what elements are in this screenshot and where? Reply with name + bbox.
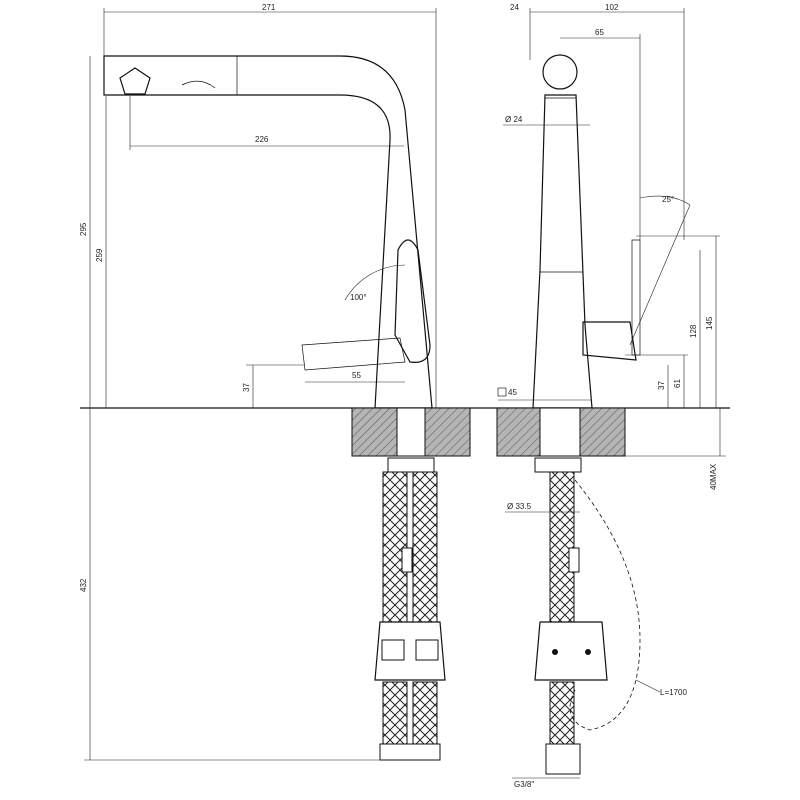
hose-side-lower bbox=[549, 681, 575, 745]
spout-body bbox=[103, 55, 433, 409]
hose-side-upper bbox=[549, 471, 575, 623]
hose-right-lower bbox=[412, 681, 438, 745]
valve-block-side bbox=[534, 621, 608, 681]
dim-102: 102 bbox=[605, 3, 619, 12]
side-body bbox=[532, 94, 593, 409]
dim-432: 432 bbox=[79, 578, 88, 592]
valve-window-right bbox=[415, 639, 439, 661]
side-lever-angle-line bbox=[629, 204, 691, 346]
dim-dia-33-5: Ø 33.5 bbox=[507, 502, 532, 511]
dim-45: 45 bbox=[508, 388, 517, 397]
hose-left-upper bbox=[382, 471, 408, 623]
nut-side bbox=[534, 457, 582, 473]
lever-arc bbox=[344, 264, 406, 301]
dim-259: 259 bbox=[95, 248, 104, 262]
shank-front bbox=[396, 407, 426, 457]
hose-fitting-front bbox=[401, 547, 413, 573]
square-symbol bbox=[497, 387, 507, 397]
side-lever bbox=[582, 321, 637, 361]
shank-side bbox=[539, 407, 581, 457]
dim-40max: 40MAX bbox=[709, 463, 718, 490]
dim-37-front: 37 bbox=[242, 383, 251, 392]
lever-handle bbox=[394, 239, 431, 363]
dim-226: 226 bbox=[255, 135, 269, 144]
dim-128: 128 bbox=[689, 324, 698, 338]
dim-25-deg: 25° bbox=[662, 195, 674, 204]
valve-window-left bbox=[381, 639, 405, 661]
leader-hose-length bbox=[635, 679, 661, 693]
valve-block-front bbox=[374, 621, 446, 681]
lever-alt-position bbox=[301, 337, 406, 371]
dim-100-deg: 100° bbox=[350, 293, 367, 302]
dim-61: 61 bbox=[673, 379, 682, 388]
dim-271: 271 bbox=[262, 3, 276, 12]
nut-front bbox=[387, 457, 435, 473]
dim-dia-24: Ø 24 bbox=[505, 115, 523, 124]
dim-295: 295 bbox=[79, 222, 88, 236]
hose-right-upper bbox=[412, 471, 438, 623]
dim-145: 145 bbox=[705, 316, 714, 330]
connector-front bbox=[379, 743, 441, 761]
spray-nozzle bbox=[181, 80, 216, 89]
dim-55: 55 bbox=[352, 371, 361, 380]
dim-l-1700: L=1700 bbox=[660, 688, 687, 697]
dim-g3-8: G3/8" bbox=[514, 780, 534, 789]
side-view: 24 102 65 Ø 24 25° 145 128 61 37 45 40MA… bbox=[496, 3, 726, 789]
connector-side bbox=[545, 743, 581, 775]
pullout-hose bbox=[569, 479, 641, 731]
dim-65: 65 bbox=[595, 28, 604, 37]
front-view: 271 226 295 259 37 55 100° 432 bbox=[79, 3, 730, 761]
valve-screw-2 bbox=[585, 649, 591, 655]
valve-screw-1 bbox=[552, 649, 558, 655]
dim-37-side: 37 bbox=[657, 381, 666, 390]
dim-arc-25 bbox=[639, 195, 691, 206]
hose-left-lower bbox=[382, 681, 408, 745]
spout-top-circle bbox=[542, 54, 578, 90]
spray-head bbox=[119, 67, 151, 95]
dim-24-top: 24 bbox=[510, 3, 519, 12]
